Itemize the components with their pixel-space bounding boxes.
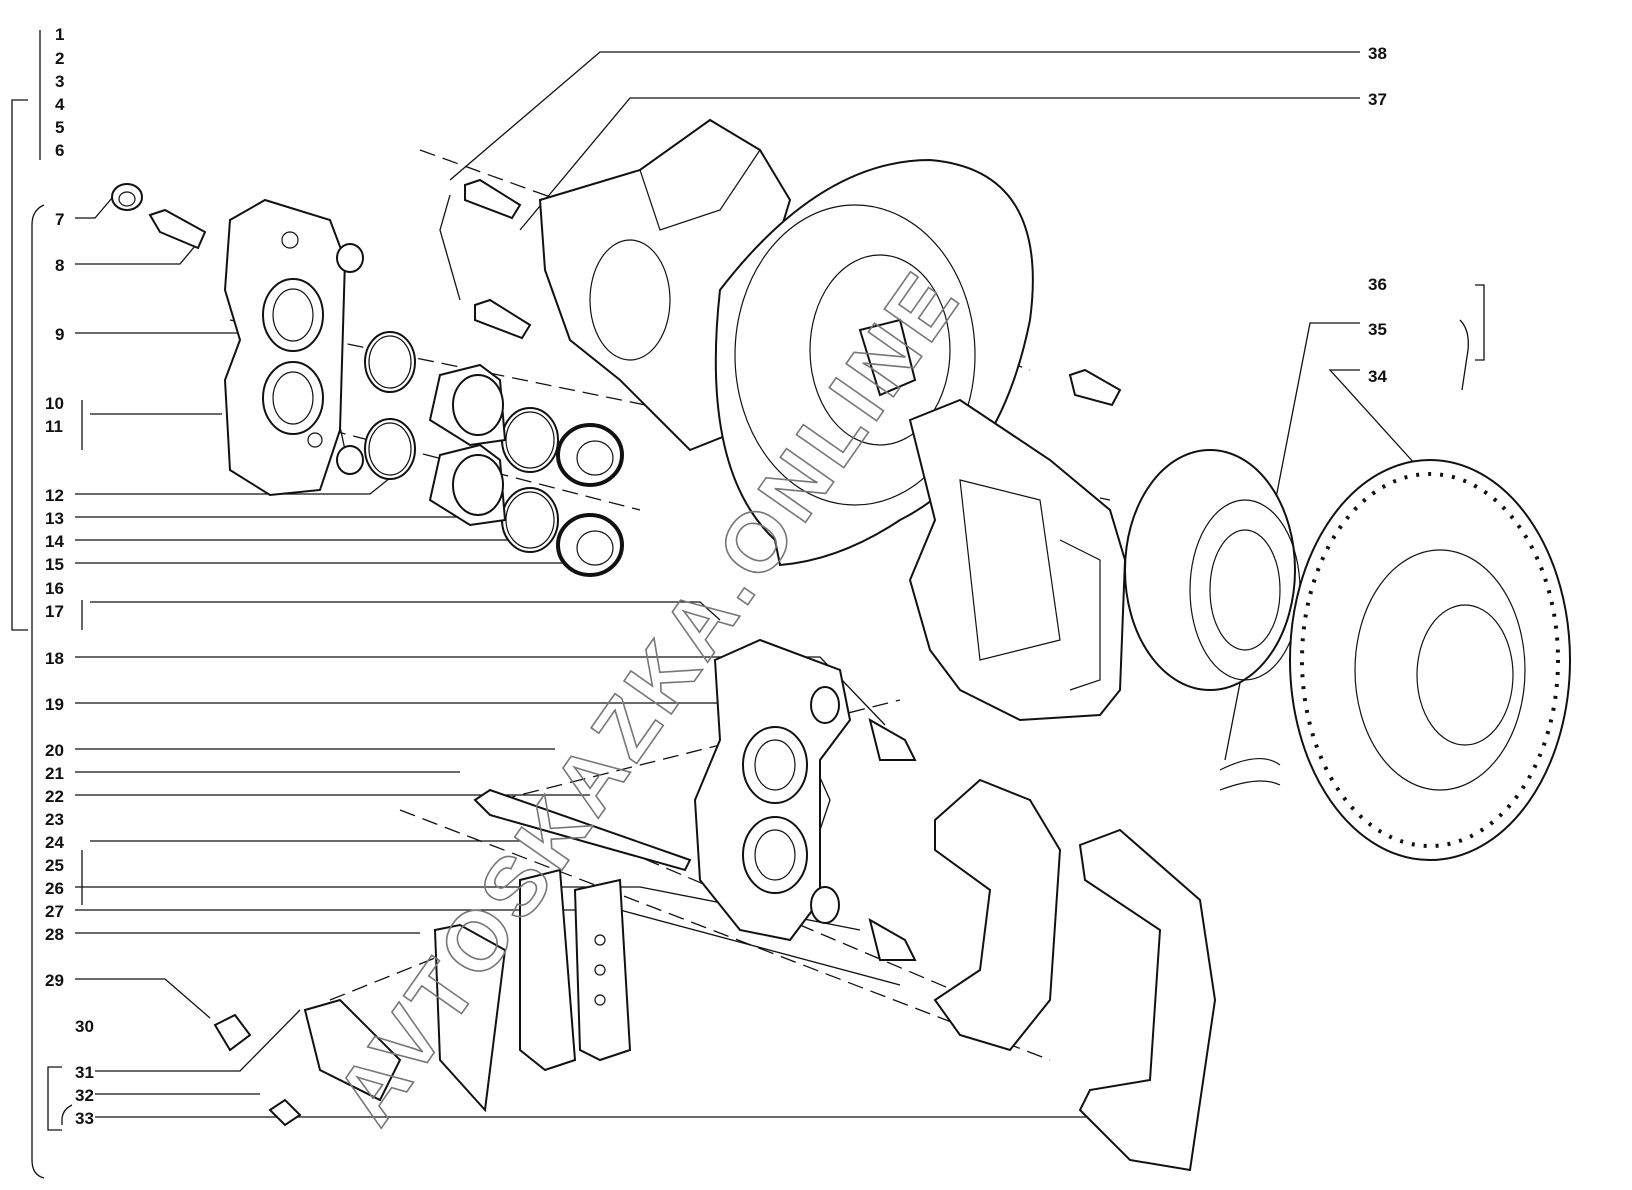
label-27: 27 xyxy=(45,902,64,921)
label-34: 34 xyxy=(1368,367,1387,386)
plug xyxy=(336,445,364,475)
label-19: 19 xyxy=(45,695,64,714)
brake-pads xyxy=(519,868,632,1072)
caliper-carrier-rear xyxy=(1078,828,1217,1172)
label-31: 31 xyxy=(75,1063,94,1082)
guide-pins xyxy=(810,686,917,961)
label-35: 35 xyxy=(1368,320,1387,339)
caliper-inner-half xyxy=(693,638,852,942)
label-22: 22 xyxy=(45,787,64,806)
label-26: 26 xyxy=(45,879,64,898)
label-9: 9 xyxy=(55,325,64,344)
mounting-bolts xyxy=(464,178,1122,407)
screw-and-bushing xyxy=(213,1013,302,1127)
left-part-labels: 1 2 3 4 5 6 7 8 9 10 11 12 13 14 15 16 1… xyxy=(45,25,94,1128)
label-20: 20 xyxy=(45,741,64,760)
label-14: 14 xyxy=(45,532,64,551)
label-1: 1 xyxy=(55,25,64,44)
label-12: 12 xyxy=(45,486,64,505)
label-13: 13 xyxy=(45,509,64,528)
label-24: 24 xyxy=(45,833,64,852)
label-18: 18 xyxy=(45,649,64,668)
label-25: 25 xyxy=(45,856,64,875)
label-10: 10 xyxy=(45,394,64,413)
label-21: 21 xyxy=(45,764,64,783)
label-8: 8 xyxy=(55,256,64,275)
label-38: 38 xyxy=(1368,44,1387,63)
caliper-outer-half xyxy=(223,198,347,497)
label-2: 2 xyxy=(55,49,64,68)
label-7: 7 xyxy=(55,210,64,229)
pad-spring-plate xyxy=(303,923,507,1113)
seal-rings xyxy=(364,331,559,553)
label-brackets xyxy=(11,30,1485,1179)
label-36: 36 xyxy=(1368,275,1387,294)
label-23: 23 xyxy=(45,810,64,829)
plug xyxy=(336,243,364,273)
right-part-labels: 34 35 36 37 38 xyxy=(1368,44,1387,386)
wheel-hub xyxy=(1124,449,1301,691)
caliper-carrier xyxy=(933,778,1062,1052)
brake-caliper-assembly xyxy=(908,398,1127,722)
label-32: 32 xyxy=(75,1086,94,1105)
dust-boots xyxy=(556,423,624,577)
label-29: 29 xyxy=(45,971,64,990)
label-37: 37 xyxy=(1368,90,1387,109)
brake-parts xyxy=(111,118,1571,1172)
long-bolt xyxy=(473,788,692,872)
label-4: 4 xyxy=(55,95,65,114)
pistons xyxy=(428,363,507,527)
retaining-clips xyxy=(1219,757,1281,791)
label-28: 28 xyxy=(45,925,64,944)
label-17: 17 xyxy=(45,602,64,621)
label-11: 11 xyxy=(45,417,63,436)
bleed-cap xyxy=(111,183,143,211)
label-30: 30 xyxy=(75,1017,94,1036)
label-3: 3 xyxy=(55,72,64,91)
label-6: 6 xyxy=(55,141,64,160)
label-16: 16 xyxy=(45,579,64,598)
label-5: 5 xyxy=(55,118,64,137)
label-33: 33 xyxy=(75,1109,94,1128)
brake-disc xyxy=(1289,459,1571,861)
bleed-screw xyxy=(148,208,207,250)
label-15: 15 xyxy=(45,555,64,574)
